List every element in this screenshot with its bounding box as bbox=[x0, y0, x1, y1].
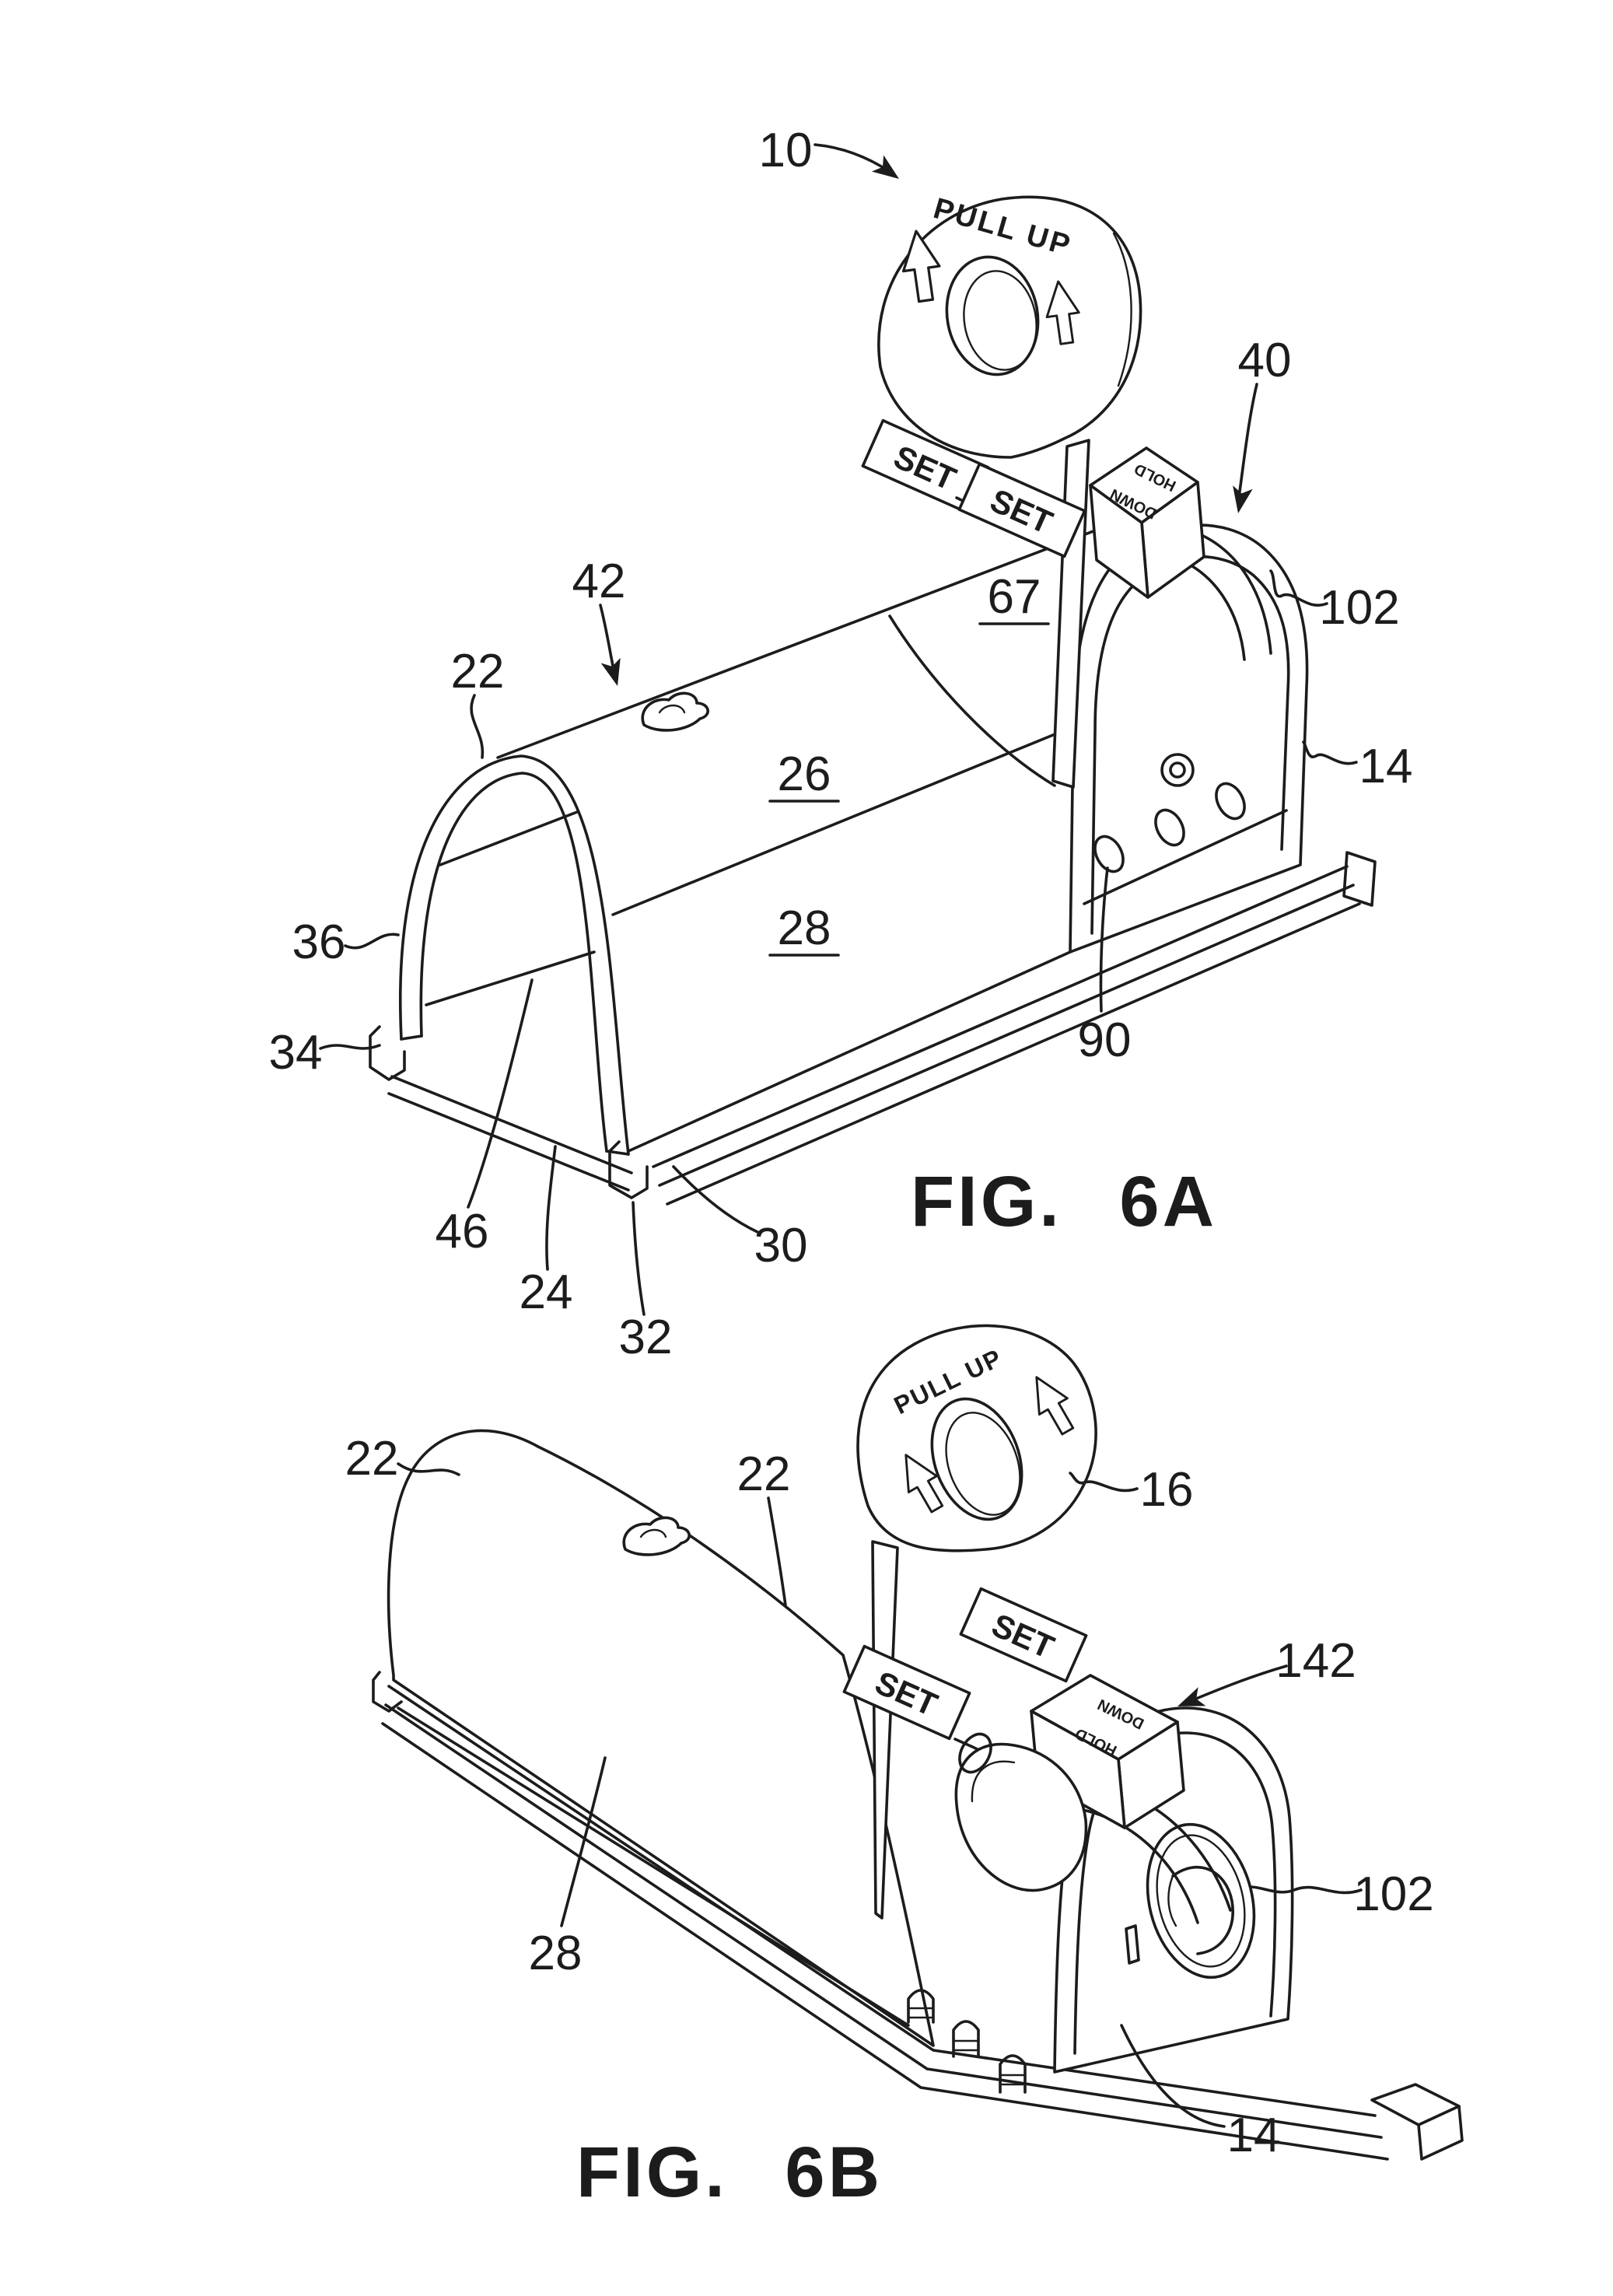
arrowhead-icon bbox=[1233, 485, 1253, 513]
up-arrow-icon bbox=[904, 1454, 944, 1514]
ref-22: 22 bbox=[451, 645, 505, 698]
tunnel-cover-6a bbox=[496, 524, 1109, 1153]
pull-up-tab-6b: PULL UP bbox=[856, 1324, 1097, 1920]
ref-30: 30 bbox=[754, 1219, 808, 1272]
left-cap-6b bbox=[372, 1671, 403, 1713]
set-plaque-left-6a: SET bbox=[861, 418, 990, 515]
arrowhead-icon bbox=[600, 657, 621, 686]
hold-down-block-6b: DOWN HOLD bbox=[1030, 1674, 1185, 1829]
set-plaque-left-6b: SET bbox=[842, 1644, 971, 1741]
cover-ridge-6a bbox=[496, 524, 1109, 759]
hold-down-block-6a: HOLD DOWN bbox=[1089, 446, 1205, 599]
arrowhead-icon bbox=[871, 155, 899, 179]
ref-67: 67 bbox=[988, 570, 1041, 624]
lid-clip-6a bbox=[641, 691, 709, 732]
set-plaque-right-6b: SET bbox=[959, 1587, 1088, 1683]
up-arrow-icon bbox=[1035, 1376, 1075, 1436]
ref-40: 40 bbox=[1238, 334, 1292, 387]
ref-10: 10 bbox=[759, 124, 813, 177]
slot-6b bbox=[1125, 1924, 1140, 1965]
ref-34: 34 bbox=[269, 1026, 323, 1080]
right-foot-6a bbox=[608, 1140, 649, 1199]
arrowhead-icon bbox=[1177, 1687, 1206, 1706]
ref-36: 36 bbox=[292, 915, 346, 969]
ref-102b: 102 bbox=[1353, 1867, 1433, 1921]
ref-16: 16 bbox=[1140, 1463, 1194, 1517]
reference-labels-6b: 22 22 16 142 102 28 14 bbox=[345, 1432, 1434, 2162]
ref-102: 102 bbox=[1319, 581, 1399, 635]
ref-22-left: 22 bbox=[345, 1432, 399, 1486]
tab-stem-6b bbox=[871, 1540, 899, 1920]
rear-opening-6b bbox=[1146, 1822, 1256, 1979]
lid-clip-6b bbox=[622, 1516, 691, 1556]
ref-24: 24 bbox=[520, 1265, 573, 1319]
pivot-boss-6a bbox=[1160, 753, 1195, 787]
base-plate-6a bbox=[369, 851, 1377, 1206]
ref-22-mid: 22 bbox=[737, 1447, 791, 1501]
ref-26: 26 bbox=[778, 747, 831, 801]
ref-32: 32 bbox=[619, 1311, 673, 1364]
vent-arches-6b bbox=[907, 1989, 1027, 2094]
trigger-paddle-6b bbox=[954, 1732, 1088, 1892]
ref-14: 14 bbox=[1359, 740, 1413, 793]
vent-holes-6a bbox=[1093, 782, 1246, 873]
entry-arch-6a bbox=[399, 754, 630, 1156]
deck-hole-6b bbox=[958, 1732, 992, 1774]
ref-42: 42 bbox=[572, 555, 626, 608]
finger-hole-6b bbox=[930, 1397, 1023, 1521]
closed-lid-6b bbox=[387, 1429, 935, 2047]
lever-hook-6b bbox=[1171, 1866, 1234, 1955]
cover-seam-6a bbox=[611, 726, 1072, 916]
finger-hole-6a bbox=[945, 255, 1040, 376]
fig-6b-caption: FIG. 6B bbox=[576, 2133, 883, 2212]
cover-bottom-6a bbox=[627, 950, 1072, 1153]
reference-labels-6a: 10 40 42 22 67 26 28 36 34 46 24 bbox=[269, 124, 1413, 1364]
ref-142: 142 bbox=[1275, 1634, 1356, 1688]
lid-crease-6b bbox=[397, 1706, 910, 2027]
fig-6a-caption: FIG. 6A bbox=[911, 1162, 1217, 1241]
figure-6a: HOLD DOWN PULL UP SET SET 10 bbox=[269, 124, 1413, 1364]
cover-rear-arch-6a bbox=[888, 614, 1056, 787]
ref-28b: 28 bbox=[529, 1927, 583, 1980]
left-foot-6a bbox=[369, 1025, 406, 1081]
up-arrow-icon bbox=[1045, 280, 1080, 345]
right-foot-6b bbox=[1370, 2083, 1464, 2161]
ref-46: 46 bbox=[436, 1205, 489, 1258]
base-plate-6b bbox=[372, 1671, 1389, 2161]
base-floor-6a bbox=[425, 810, 596, 1006]
ref-14b: 14 bbox=[1227, 2109, 1281, 2162]
ref-28: 28 bbox=[778, 901, 831, 955]
pull-up-tab-6a: PULL UP bbox=[877, 192, 1142, 789]
right-end-foot-6a bbox=[1342, 851, 1377, 907]
tab-stem-6a bbox=[1051, 439, 1090, 789]
up-arrow-icon bbox=[901, 229, 941, 303]
ref-90: 90 bbox=[1078, 1013, 1132, 1067]
figure-6b: DOWN HOLD PULL UP SET SET bbox=[345, 1324, 1464, 2212]
jaw-arm-6a bbox=[1193, 530, 1272, 655]
